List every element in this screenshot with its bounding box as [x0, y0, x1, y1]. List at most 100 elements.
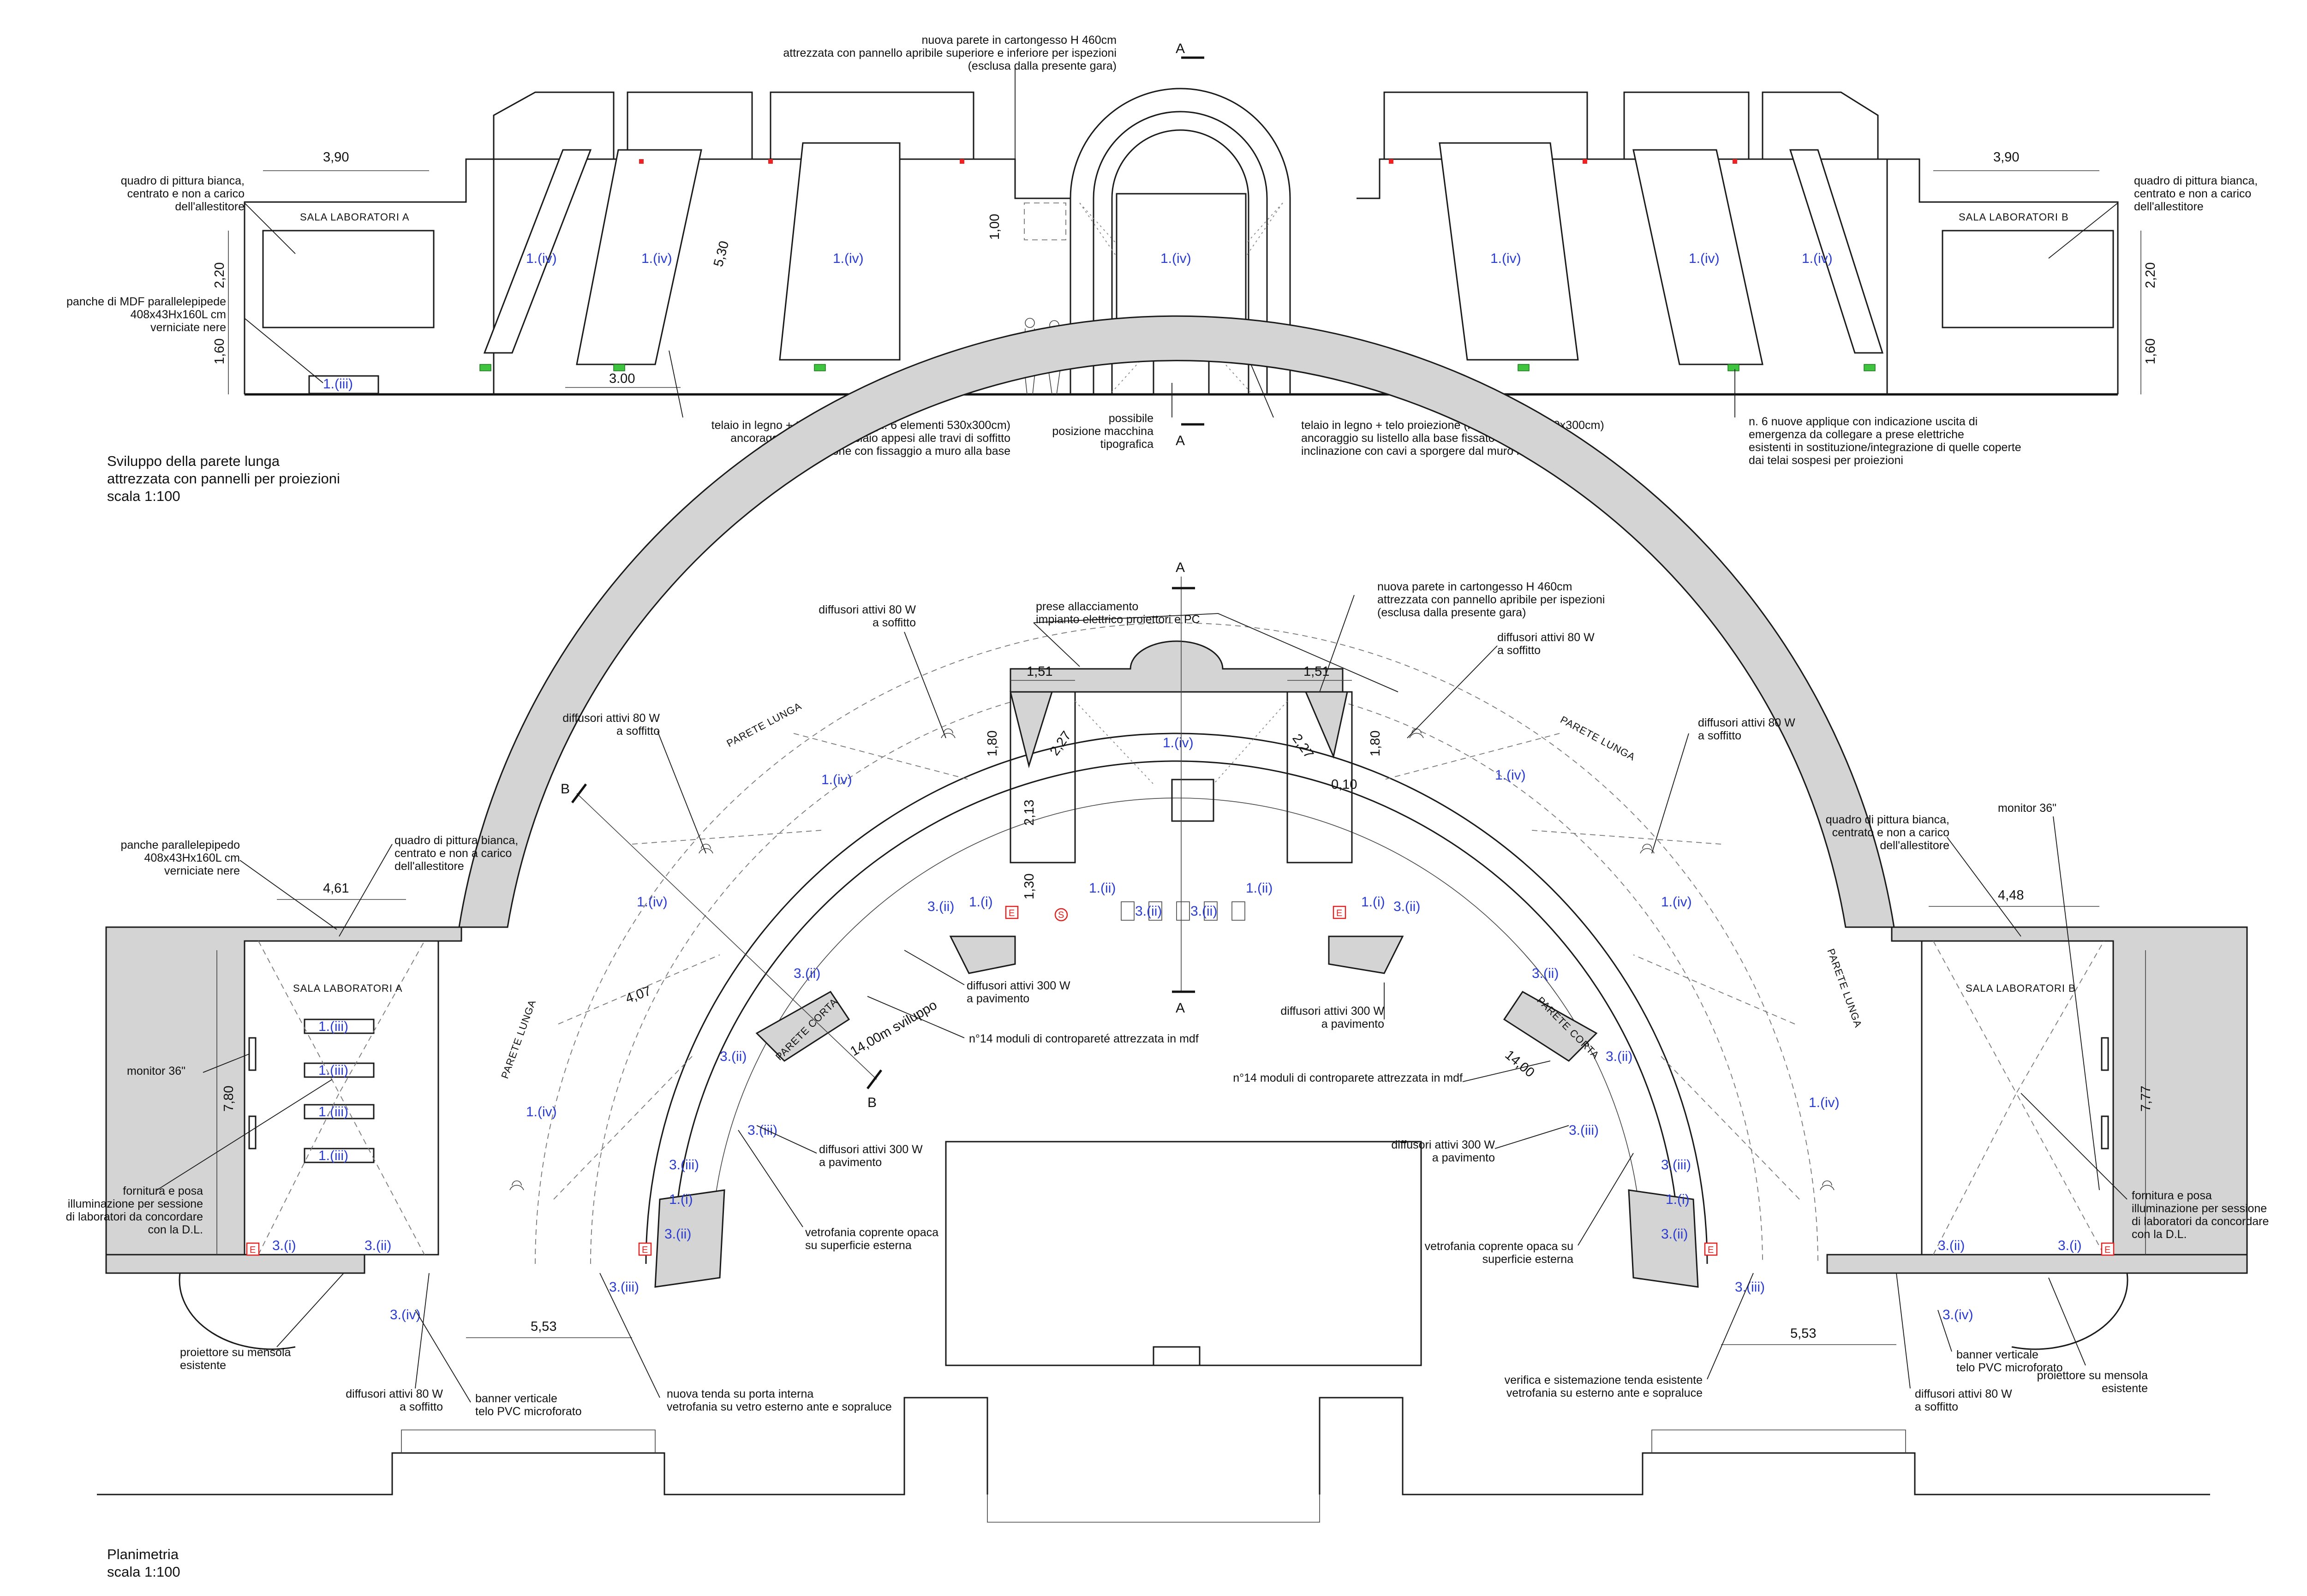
plan-exit-mark-5: E	[1704, 1242, 1718, 1256]
plan-bench-1	[304, 1018, 375, 1034]
svg-text:fornitura e posa: fornitura e posa	[2132, 1189, 2212, 1202]
plan-code-iv-1: 1.(iv)	[821, 772, 852, 787]
plan-room-b-bottom-wall	[1826, 1254, 2248, 1274]
plan-leader-diff80-b	[1407, 645, 1498, 738]
svg-text:a soffitto: a soffitto	[1698, 729, 1741, 742]
plan-leader-moduli-b	[1462, 1060, 1551, 1082]
plan-note-quadro-left: quadro di pittura bianca, centrato e non…	[394, 834, 518, 873]
svg-text:a soffitto: a soffitto	[616, 725, 660, 738]
plan-dashed-arc-1	[590, 678, 1763, 1264]
svg-text:impianto elettrico proiettori: impianto elettrico proiettori e PC	[1036, 613, 1200, 626]
elevation-room-b-outline	[1886, 158, 2119, 394]
plan-central-block	[945, 1141, 1422, 1366]
elevation-anchor-1	[639, 159, 644, 164]
svg-text:dai telai sospesi per proiezio: dai telai sospesi per proiezioni	[1749, 454, 1903, 467]
plan-monitor-a-1	[248, 1037, 257, 1071]
plan-exit-mark-3: E	[1005, 905, 1019, 919]
svg-text:centrato e non a carico: centrato e non a carico	[127, 187, 245, 200]
elevation-code-5: 1.(iv)	[1689, 251, 1720, 266]
plan-code-iv-2: 1.(iv)	[1163, 735, 1194, 750]
svg-text:scala 1:100: scala 1:100	[107, 1564, 180, 1580]
plan-room-b-projection	[1933, 941, 2104, 1255]
plan-code-iii3-left-2: 3.(iii)	[669, 1157, 699, 1173]
plan-title: Planimetria scala 1:100	[107, 1546, 180, 1580]
plan-pillar-2	[1328, 935, 1404, 974]
svg-text:dell'allestitore: dell'allestitore	[1880, 839, 1949, 852]
elevation-exit-light-1	[479, 364, 491, 371]
svg-text:centrato e non a carico: centrato e non a carico	[1832, 826, 1949, 839]
svg-text:diffusori attivi 300 W: diffusori attivi 300 W	[1280, 1005, 1384, 1018]
plan-bench-code-4: 1.(iii)	[318, 1148, 348, 1163]
svg-text:a soffitto: a soffitto	[1915, 1400, 1958, 1413]
elevation-dim-left-lower: 1,60	[212, 339, 227, 364]
svg-text:E: E	[642, 1245, 648, 1255]
plan-code-iv-6: 1.(iv)	[526, 1104, 557, 1120]
plan-section-b-axis	[576, 793, 877, 1080]
plan-note-proiettore-left: proiettore su mensola esistente	[180, 1346, 291, 1372]
svg-text:telo PVC microforato: telo PVC microforato	[1956, 1361, 2063, 1374]
svg-text:proiettore su mensola: proiettore su mensola	[2037, 1369, 2148, 1382]
plan-note-banner-right: banner verticale telo PVC microforato	[1956, 1348, 2063, 1374]
plan-code-i3-b: 3.(i)	[2058, 1238, 2082, 1253]
svg-text:E: E	[2104, 1245, 2110, 1255]
plan-note-fornitura-right: fornitura e posa illuminazione per sessi…	[2132, 1189, 2269, 1241]
plan-room-b-interior	[1921, 940, 2114, 1256]
plan-terrace-steps	[401, 1429, 1906, 1453]
plan-long-wall-band	[458, 315, 1895, 928]
elevation-anchor-6	[1733, 159, 1737, 164]
plan-code-iii3-left: 3.(iii)	[747, 1123, 777, 1138]
plan-dim-448: 4,48	[1998, 888, 2024, 903]
plan-note-moduli-a: n°14 moduli di contropareté attrezzata i…	[969, 1032, 1199, 1045]
plan-dim-777: 7,77	[2139, 1086, 2153, 1112]
plan-leader-diff80-c	[657, 731, 706, 854]
svg-text:dell'allestitore: dell'allestitore	[175, 200, 245, 213]
plan-section-a-top: A	[1176, 560, 1185, 575]
plan-room-a-label: SALA LABORATORI A	[293, 983, 403, 994]
svg-text:esistente: esistente	[2102, 1382, 2148, 1395]
plan-leader-diff300-c	[756, 1125, 817, 1154]
plan-niche-left	[179, 1273, 296, 1350]
elevation-exit-light-4	[1518, 364, 1530, 371]
plan-code-ii3-center-2: 3.(ii)	[1190, 904, 1217, 919]
plan-bench-code-3: 1.(iii)	[318, 1104, 348, 1120]
elevation-leader-panche	[244, 318, 323, 383]
elevation-room-b-label: SALA LABORATORI B	[1959, 211, 2069, 223]
elevation-quadro-left	[262, 230, 435, 328]
elevation-panel-4	[1439, 142, 1579, 361]
svg-text:(esclusa dalla presente gara): (esclusa dalla presente gara)	[1377, 606, 1526, 619]
plan-note-diff300-d: diffusori attivi 300 W a pavimento	[1391, 1138, 1495, 1164]
plan-leader-moduli-a	[867, 996, 965, 1038]
plan-note-diff80-b: diffusori attivi 80 W a soffitto	[1497, 631, 1595, 657]
elevation-anchor-2	[768, 159, 773, 164]
elevation-panel-2	[576, 149, 702, 365]
plan-section-a-bottom: A	[1176, 1000, 1185, 1016]
plan-note-vetro-a: vetrofania coprente opaca su superficie …	[805, 1226, 938, 1252]
plan-note-fornitura-left: fornitura e posa illuminazione per sessi…	[66, 1185, 203, 1236]
plan-room-a-interior	[244, 940, 439, 1256]
svg-text:di laboratori da concordare: di laboratori da concordare	[66, 1210, 203, 1223]
plan-code-ii3-center-1: 3.(ii)	[1135, 904, 1162, 919]
elevation-panel-3	[779, 142, 901, 361]
elevation-code-2: 1.(iv)	[641, 251, 672, 266]
plan-code-ii1-right: 1.(ii)	[1246, 881, 1273, 896]
svg-text:superficie esterna: superficie esterna	[1482, 1253, 1573, 1266]
plan-note-diff80-c: diffusori attivi 80 W a soffitto	[562, 712, 660, 738]
elevation-code-1: 1.(iv)	[526, 251, 557, 266]
svg-text:(esclusa dalla presente gara): (esclusa dalla presente gara)	[968, 60, 1117, 72]
plan-note-monitor-right: monitor 36"	[1998, 802, 2056, 815]
plan-leader-tenda-verifica	[1707, 1273, 1754, 1380]
elevation-beam-5	[1623, 91, 1750, 159]
plan-leader-diff80-d	[1651, 733, 1689, 854]
plan-bench-code-1: 1.(iii)	[318, 1019, 348, 1034]
svg-text:diffusori attivi 300 W: diffusori attivi 300 W	[819, 1143, 923, 1156]
plan-note-diff300-c: diffusori attivi 300 W a pavimento	[819, 1143, 923, 1169]
svg-text:tipografica: tipografica	[1100, 438, 1154, 451]
svg-text:emergenza da collegare a prese: emergenza da collegare a prese elettrich…	[1749, 428, 1964, 441]
svg-text:illuminazione per sessione: illuminazione per sessione	[68, 1197, 203, 1210]
plan-central-beams	[1075, 701, 1288, 785]
plan-module-row-top	[1121, 901, 1245, 921]
plan-code-ii3-right-3: 3.(ii)	[1661, 1227, 1688, 1242]
svg-text:a soffitto: a soffitto	[1497, 644, 1541, 657]
svg-text:panche parallelepipedo: panche parallelepipedo	[120, 839, 240, 852]
